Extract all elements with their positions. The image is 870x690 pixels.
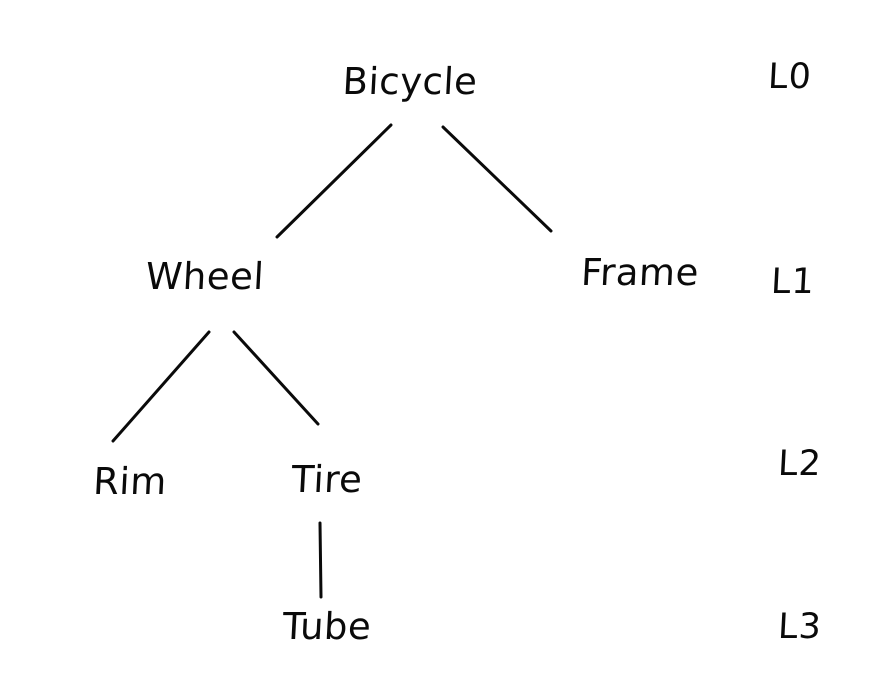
edge-bicycle-to-wheel (275, 123, 393, 239)
edge-wheel-to-tire (232, 330, 320, 426)
level-label-l2: L2 (777, 444, 823, 484)
tree-node-frame[interactable]: Frame (579, 251, 701, 294)
level-label-l3: L3 (777, 607, 823, 647)
level-label-l0: L0 (767, 57, 813, 97)
edge-bicycle-to-frame (441, 125, 553, 233)
tree-node-tire[interactable]: Tire (290, 458, 364, 501)
tree-node-rim[interactable]: Rim (92, 460, 168, 503)
edge-wheel-to-rim (111, 330, 211, 443)
edge-tire-to-tube (318, 521, 323, 599)
tree-node-tube[interactable]: Tube (281, 605, 373, 648)
tree-node-wheel[interactable]: Wheel (144, 255, 266, 298)
level-label-l1: L1 (770, 262, 816, 302)
tree-node-bicycle[interactable]: Bicycle (341, 60, 479, 103)
